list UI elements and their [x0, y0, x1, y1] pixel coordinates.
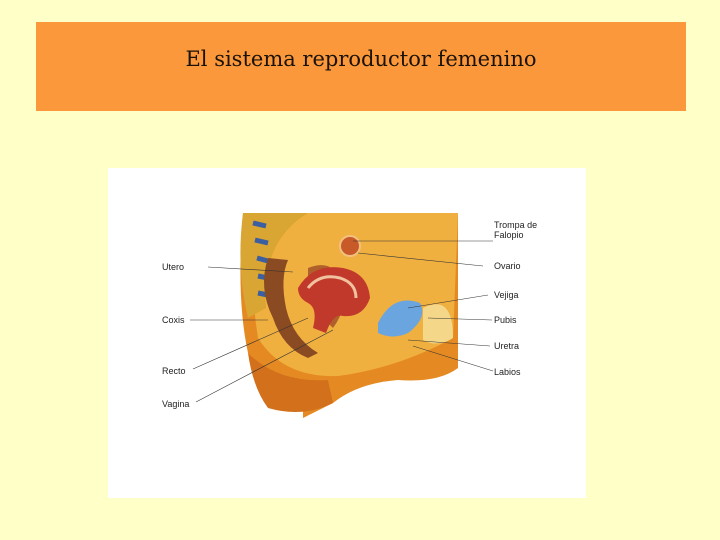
label-coxis: Coxis [162, 315, 185, 325]
label-labios: Labios [494, 367, 521, 377]
label-uretra: Uretra [494, 341, 520, 351]
anatomy-illustration [190, 213, 494, 418]
slide-title: El sistema reproductor femenino [185, 46, 537, 71]
label-vagina: Vagina [162, 399, 190, 409]
label-utero: Utero [162, 262, 185, 272]
label-trompa: Trompa de Falopio [494, 220, 538, 240]
label-recto: Recto [162, 366, 186, 376]
label-ovario: Ovario [494, 261, 521, 271]
label-vejiga: Vejiga [494, 290, 519, 300]
label-pubis: Pubis [494, 315, 517, 325]
title-band: El sistema reproductor femenino [36, 22, 686, 111]
anatomy-figure: Utero Coxis Recto Vagina Trompa de Falop… [108, 168, 586, 498]
